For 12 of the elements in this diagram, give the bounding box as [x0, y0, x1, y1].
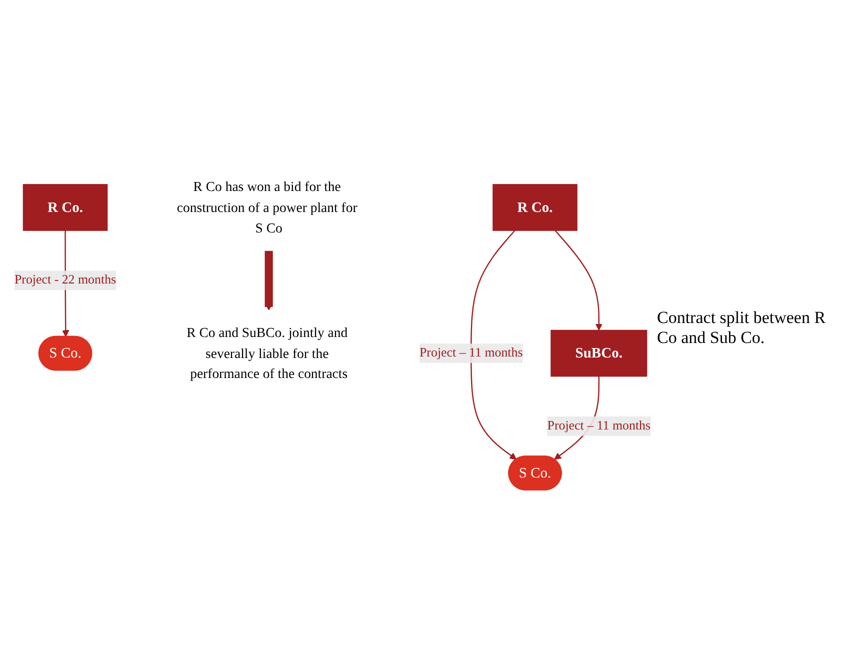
note-text: Contract split between R Co and Sub Co.: [657, 308, 827, 348]
node-box: R Co.: [22, 184, 108, 232]
edge-label: Project – 11 months: [547, 419, 651, 433]
arrow: [554, 230, 602, 331]
edge-label: Project - 22 months: [14, 273, 116, 288]
arrow: [470, 230, 517, 460]
node-box: SuBCo.: [550, 330, 648, 377]
arrow: [264, 250, 273, 311]
node-text: R Co and SuBCo. jointly and severally liable for the performance of the contracts: [186, 325, 348, 382]
node-text: R Co has won a bid for the construction of a power plant for S Co: [176, 179, 358, 236]
edge-label: Project – 11 months: [419, 346, 523, 360]
node-box: R Co.: [492, 184, 578, 232]
